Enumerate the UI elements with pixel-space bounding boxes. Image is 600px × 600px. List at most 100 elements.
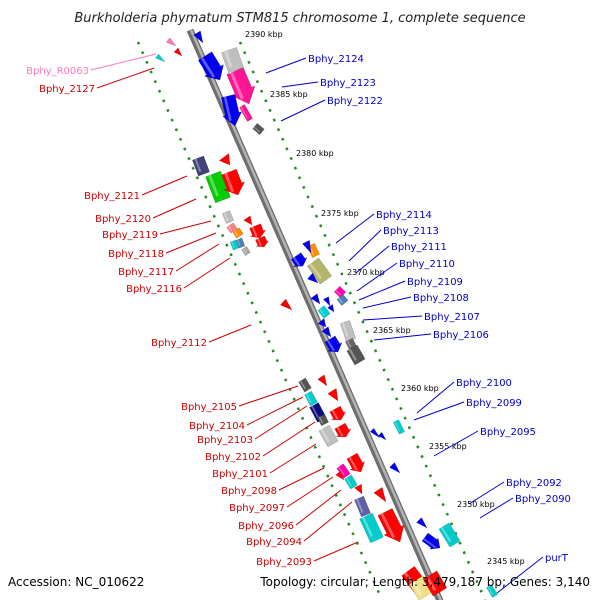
gene-label[interactable]: Bphy_2121 bbox=[84, 191, 140, 202]
gene-feature[interactable] bbox=[318, 424, 339, 448]
gene-feature[interactable] bbox=[321, 326, 332, 338]
gene-label[interactable]: Bphy_2110 bbox=[399, 259, 455, 270]
gene-feature[interactable] bbox=[229, 239, 240, 251]
gene-label[interactable]: Bphy_2123 bbox=[320, 78, 376, 89]
gene-feature[interactable] bbox=[377, 508, 405, 543]
gene-feature[interactable] bbox=[317, 305, 331, 319]
gene-label[interactable]: Bphy_2106 bbox=[433, 330, 489, 341]
gene-label[interactable]: Bphy_2127 bbox=[39, 84, 95, 95]
gene-feature[interactable] bbox=[232, 227, 244, 239]
gene-feature[interactable] bbox=[377, 431, 387, 441]
gene-feature[interactable] bbox=[306, 272, 319, 284]
gene-label[interactable]: Bphy_2120 bbox=[95, 214, 151, 225]
gene-label[interactable]: Bphy_2112 bbox=[151, 338, 207, 349]
gene-feature[interactable] bbox=[327, 303, 335, 313]
gene-feature[interactable] bbox=[226, 222, 238, 234]
gene-feature[interactable] bbox=[334, 422, 352, 438]
gene-label[interactable]: Bphy_2109 bbox=[407, 277, 463, 288]
gene-feature[interactable] bbox=[339, 320, 357, 342]
gene-feature[interactable] bbox=[220, 94, 243, 127]
gene-label[interactable]: Bphy_2117 bbox=[118, 267, 174, 278]
gene-feature[interactable] bbox=[239, 104, 253, 122]
gene-label[interactable]: Bphy_2119 bbox=[102, 230, 158, 241]
gene-feature[interactable] bbox=[298, 377, 312, 393]
gene-feature[interactable] bbox=[221, 168, 246, 196]
gene-feature[interactable] bbox=[221, 210, 235, 224]
gene-feature[interactable] bbox=[438, 522, 461, 548]
gene-label[interactable]: Bphy_2114 bbox=[376, 210, 432, 221]
gene-feature[interactable] bbox=[205, 170, 231, 204]
gene-feature[interactable] bbox=[392, 419, 406, 435]
gene-feature[interactable] bbox=[369, 427, 381, 439]
gene-label[interactable]: purT bbox=[545, 553, 569, 564]
gene-label[interactable]: Bphy_2094 bbox=[246, 537, 302, 548]
gene-feature[interactable] bbox=[218, 152, 231, 166]
gene-feature[interactable] bbox=[243, 215, 253, 226]
gene-feature[interactable] bbox=[346, 344, 366, 366]
gene-feature[interactable] bbox=[192, 155, 210, 177]
gene-label[interactable]: Bphy_2095 bbox=[480, 427, 536, 438]
gene-feature[interactable] bbox=[353, 483, 363, 495]
gene-feature[interactable] bbox=[336, 294, 349, 306]
gene-feature[interactable] bbox=[416, 517, 428, 529]
label-leader-line bbox=[286, 476, 334, 508]
gene-label[interactable]: Bphy_2116 bbox=[126, 284, 182, 295]
gene-feature[interactable] bbox=[290, 252, 308, 268]
gene-label[interactable]: Bphy_2113 bbox=[383, 226, 439, 237]
gene-label[interactable]: Bphy_2105 bbox=[181, 402, 237, 413]
gene-feature[interactable] bbox=[155, 53, 166, 63]
gene-feature[interactable] bbox=[322, 296, 331, 307]
gene-feature[interactable] bbox=[221, 47, 244, 73]
gene-label[interactable]: Bphy_2124 bbox=[308, 54, 364, 65]
gene-feature[interactable] bbox=[235, 237, 246, 249]
gene-label[interactable]: Bphy_2101 bbox=[212, 469, 268, 480]
gene-feature[interactable] bbox=[359, 512, 384, 544]
gene-feature[interactable] bbox=[279, 298, 293, 311]
gene-feature[interactable] bbox=[249, 223, 267, 239]
gene-label[interactable]: Bphy_2122 bbox=[327, 96, 383, 107]
gene-label[interactable]: Bphy_2100 bbox=[456, 378, 512, 389]
gene-feature[interactable] bbox=[354, 495, 371, 518]
gene-label[interactable]: Bphy_2102 bbox=[205, 452, 261, 463]
gene-feature[interactable] bbox=[241, 245, 251, 257]
gene-feature[interactable] bbox=[255, 235, 270, 248]
gene-label[interactable]: Bphy_2111 bbox=[391, 242, 447, 253]
gene-label[interactable]: Bphy_2108 bbox=[413, 293, 469, 304]
gene-feature[interactable] bbox=[329, 405, 347, 421]
gene-feature[interactable] bbox=[317, 317, 327, 328]
gene-label[interactable]: Bphy_2118 bbox=[108, 249, 164, 260]
gene-label[interactable]: Bphy_R0063 bbox=[26, 66, 89, 77]
gene-label[interactable]: Bphy_2107 bbox=[424, 312, 480, 323]
gene-feature[interactable] bbox=[165, 37, 177, 47]
gene-label[interactable]: Bphy_2093 bbox=[256, 557, 312, 568]
gene-feature[interactable] bbox=[317, 374, 328, 387]
gene-feature[interactable] bbox=[306, 257, 333, 285]
gene-feature[interactable] bbox=[421, 532, 441, 550]
gene-label[interactable]: Bphy_2092 bbox=[506, 478, 562, 489]
gene-label[interactable]: Bphy_2097 bbox=[229, 503, 285, 514]
gene-feature[interactable] bbox=[389, 462, 401, 474]
gene-feature[interactable] bbox=[373, 486, 387, 503]
gene-label[interactable]: Bphy_2096 bbox=[238, 521, 294, 532]
gene-feature[interactable] bbox=[304, 390, 318, 407]
gene-feature[interactable] bbox=[344, 474, 358, 490]
gene-label[interactable]: Bphy_2104 bbox=[189, 421, 245, 432]
gene-label[interactable]: Bphy_2090 bbox=[515, 494, 571, 505]
gene-feature[interactable] bbox=[252, 122, 265, 136]
gene-feature[interactable] bbox=[324, 335, 343, 353]
gene-feature[interactable] bbox=[422, 570, 448, 597]
gene-label[interactable]: Bphy_2099 bbox=[466, 398, 522, 409]
gene-feature[interactable] bbox=[346, 452, 366, 473]
gene-label[interactable]: Bphy_2103 bbox=[197, 435, 253, 446]
gene-feature[interactable] bbox=[327, 387, 339, 402]
gene-feature[interactable] bbox=[197, 51, 224, 81]
gene-feature[interactable] bbox=[301, 239, 312, 254]
gene-feature[interactable] bbox=[193, 30, 204, 44]
gene-feature[interactable] bbox=[317, 413, 329, 427]
gene-feature[interactable] bbox=[173, 47, 183, 57]
gene-feature[interactable] bbox=[345, 337, 357, 351]
gene-feature[interactable] bbox=[335, 470, 345, 481]
gene-feature[interactable] bbox=[310, 293, 321, 305]
gene-feature[interactable] bbox=[486, 584, 498, 598]
gene-label[interactable]: Bphy_2098 bbox=[221, 486, 277, 497]
